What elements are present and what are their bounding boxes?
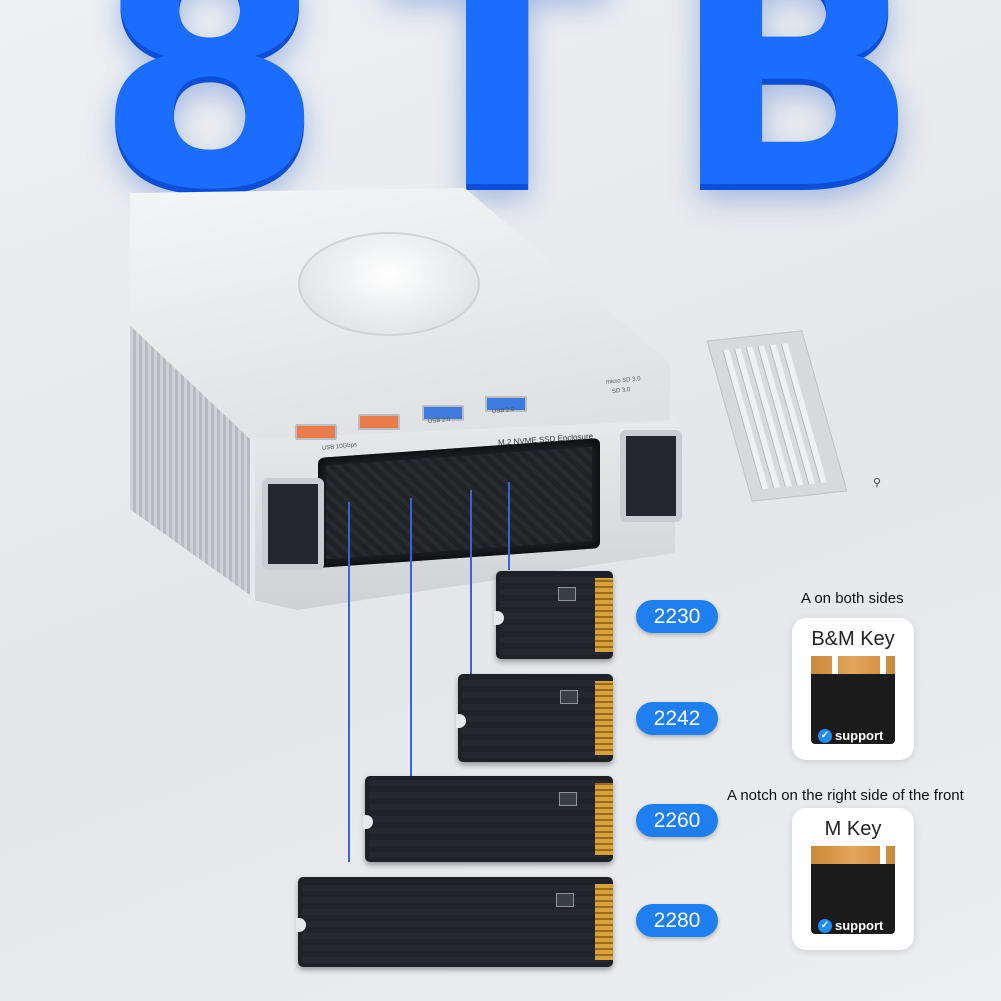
enclosure-foot <box>620 430 682 522</box>
screw-icon: ⚲ <box>873 477 882 489</box>
heatsink <box>706 330 848 502</box>
support-label: ✓ support <box>818 728 883 743</box>
ssd-bay <box>318 438 600 568</box>
key-card-m: M Key ✓ support <box>792 808 914 950</box>
connector-line <box>348 502 350 862</box>
size-label-2242: 2242 <box>636 702 718 735</box>
check-icon: ✓ <box>818 918 832 933</box>
enclosure-fan-disc <box>298 232 480 336</box>
connector-line <box>410 498 412 776</box>
ssd-2280 <box>296 877 613 967</box>
key-caption: A notch on the right side of the front <box>727 787 964 804</box>
usb-port <box>422 405 464 421</box>
size-label-2280: 2280 <box>636 904 718 937</box>
key-title: B&M Key <box>811 628 895 650</box>
check-icon: ✓ <box>818 728 832 743</box>
ssd-2242 <box>456 674 613 762</box>
usb-port <box>295 424 337 440</box>
ssd-2230 <box>494 571 613 659</box>
usb-port <box>358 414 400 430</box>
size-label-2260: 2260 <box>636 804 718 837</box>
usb-port <box>485 396 527 412</box>
key-card-bm: B&M Key ✓ support <box>792 618 914 760</box>
connector-line <box>508 482 510 570</box>
ssd-2260 <box>363 776 613 862</box>
enclosure-foot <box>262 478 324 570</box>
support-label: ✓ support <box>818 918 883 933</box>
key-title: M Key <box>824 818 882 840</box>
key-caption: A on both sides <box>801 590 904 607</box>
connector-line <box>470 490 472 674</box>
size-label-2230: 2230 <box>636 600 718 633</box>
